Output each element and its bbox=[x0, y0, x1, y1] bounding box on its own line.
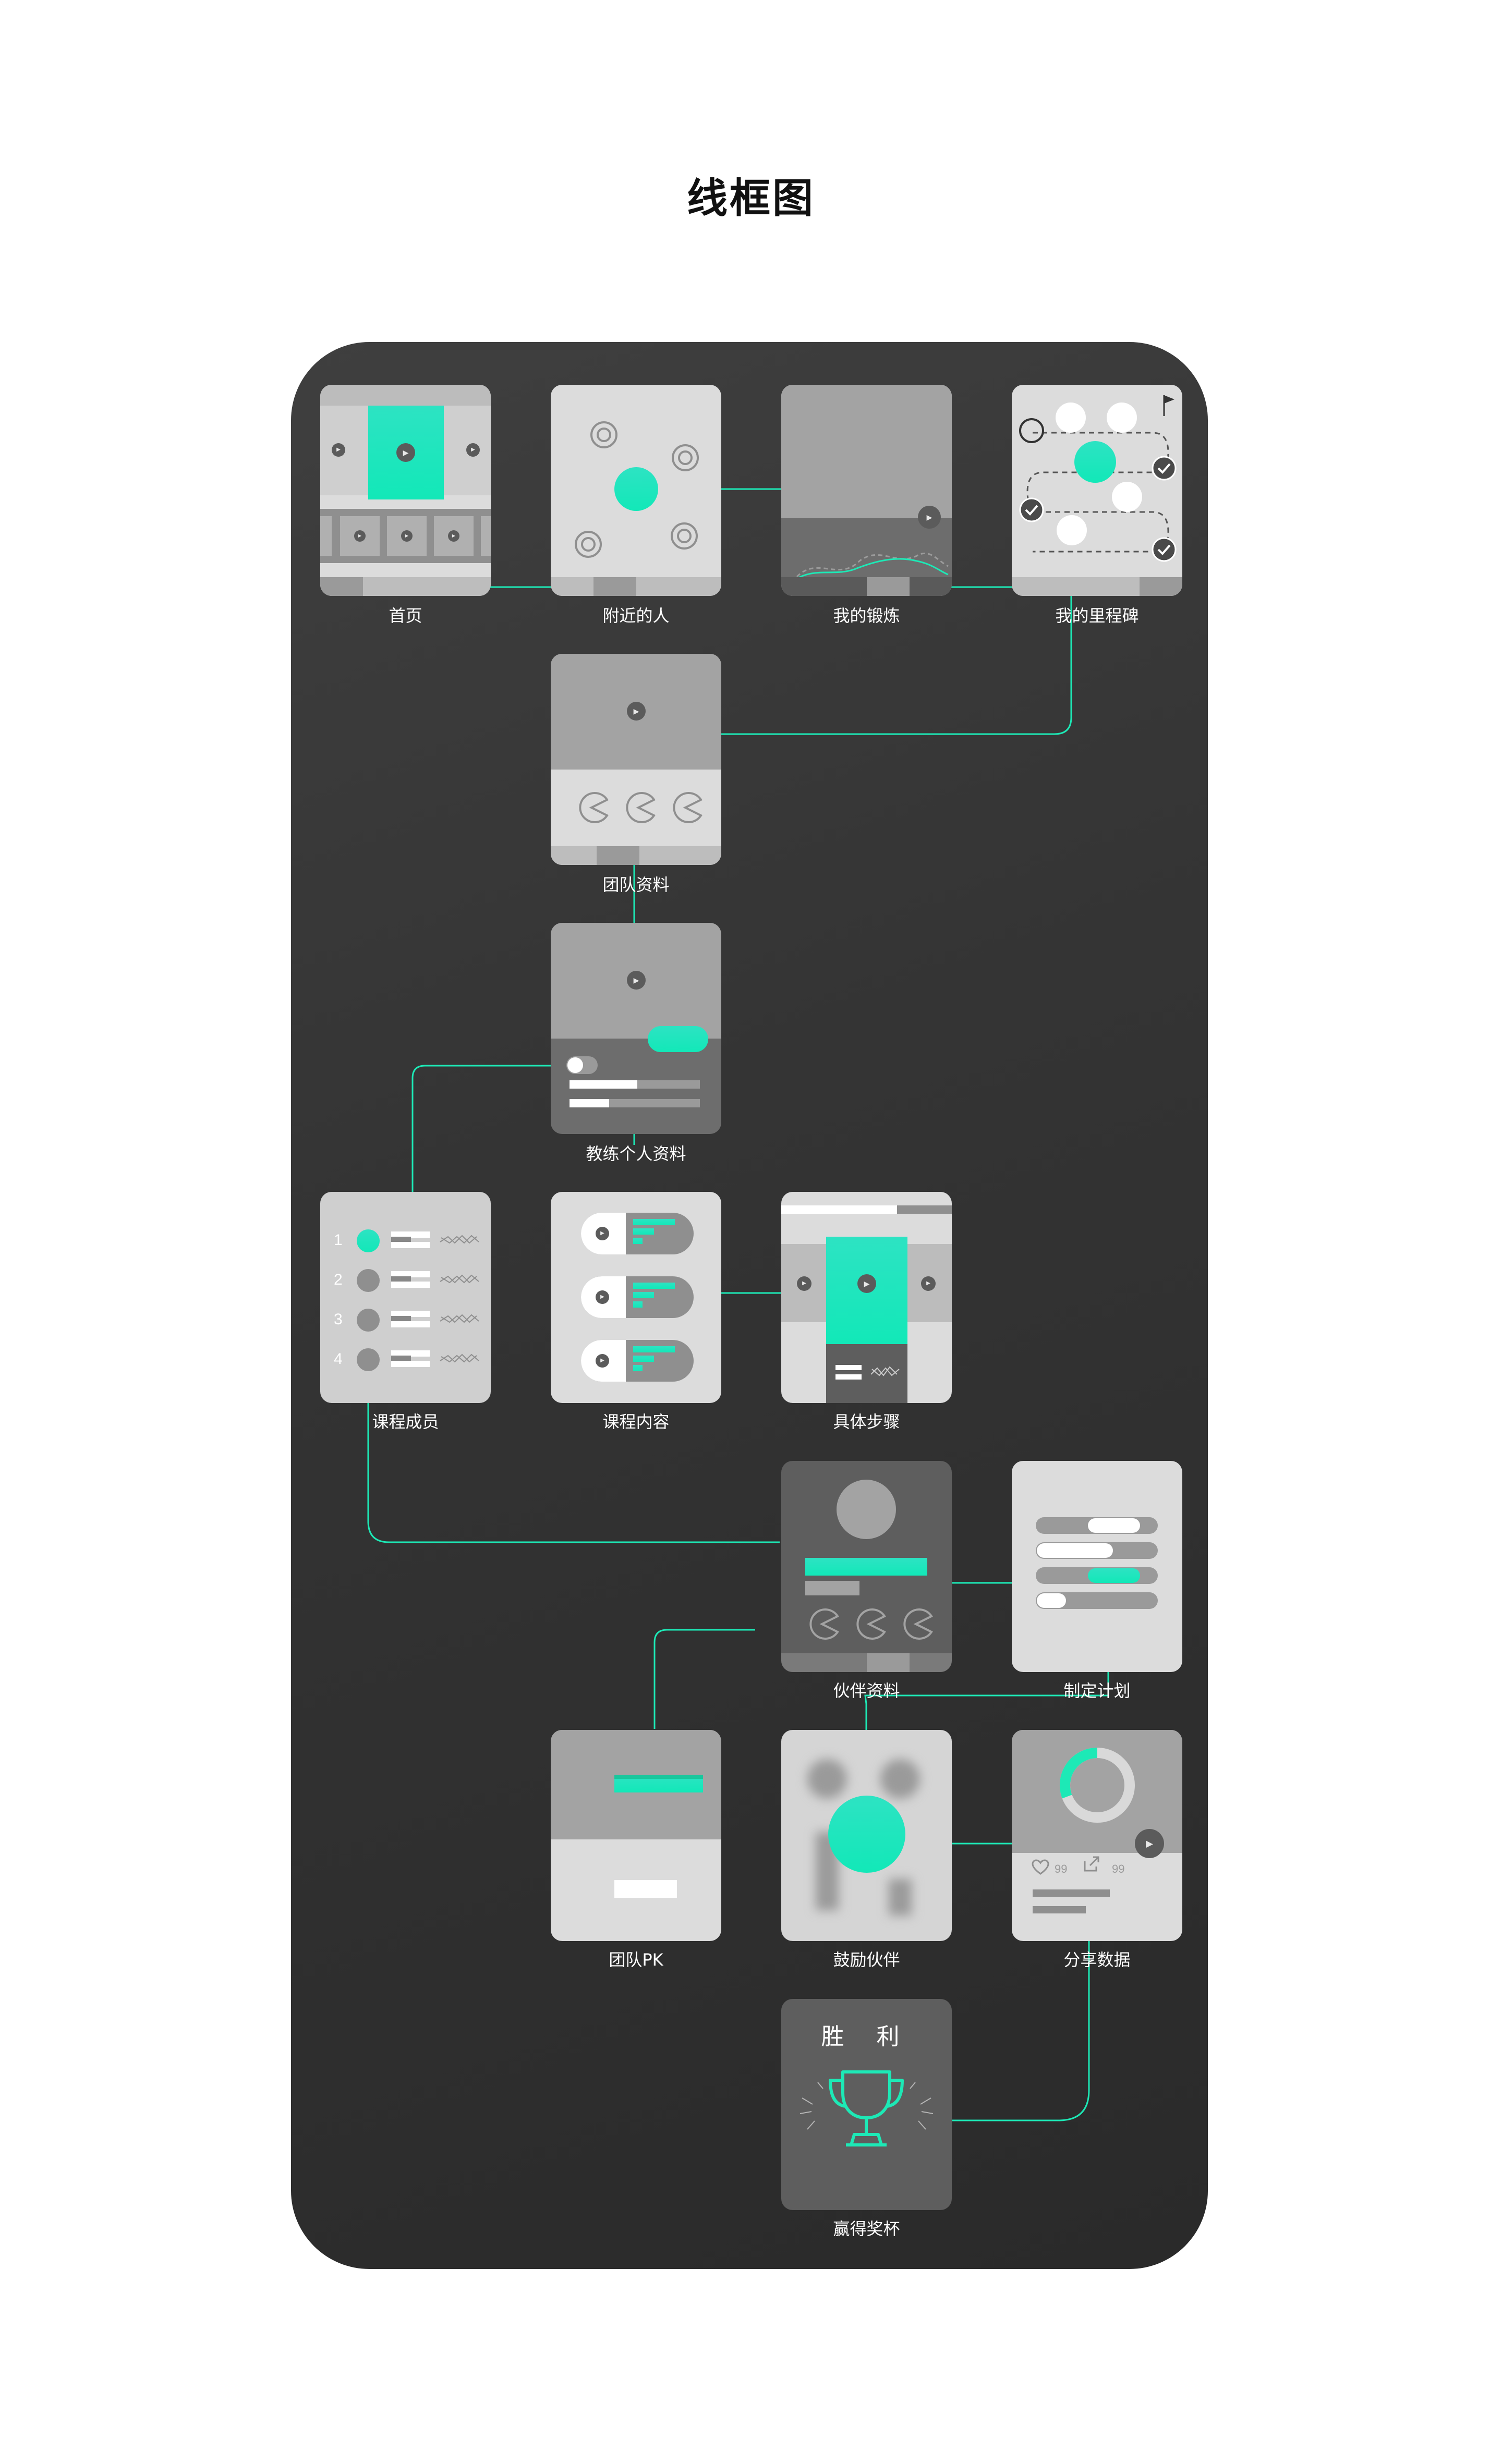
play-icon[interactable]: ▶ bbox=[466, 443, 480, 457]
nearby-map bbox=[575, 421, 699, 558]
milestone-node[interactable] bbox=[1057, 515, 1087, 545]
screen-team-profile[interactable]: ▶ bbox=[551, 654, 721, 865]
milestone-node[interactable] bbox=[1112, 482, 1142, 512]
screen-my-workout[interactable]: ▶ bbox=[781, 385, 952, 596]
member-avatar[interactable] bbox=[357, 1348, 380, 1371]
play-icon[interactable]: ▶ bbox=[596, 1227, 609, 1240]
play-icon[interactable]: ▶ bbox=[396, 443, 415, 462]
play-icon[interactable]: ▶ bbox=[1135, 1829, 1164, 1858]
member-rank: 4 bbox=[334, 1350, 343, 1368]
screen-milestone[interactable] bbox=[1012, 385, 1182, 596]
play-icon[interactable]: ▶ bbox=[596, 1290, 609, 1304]
member-rows bbox=[391, 1231, 479, 1367]
like-count: 99 bbox=[1055, 1862, 1068, 1875]
play-icon[interactable]: ▶ bbox=[354, 530, 366, 542]
member-rank: 3 bbox=[334, 1311, 343, 1328]
screen-label-nearby: 附近的人 bbox=[602, 606, 670, 626]
screen-win-trophy[interactable]: 胜 利 bbox=[781, 1999, 952, 2210]
member-avatar[interactable] bbox=[357, 1309, 380, 1332]
plan-slider[interactable] bbox=[1088, 1518, 1140, 1533]
screen-nearby[interactable] bbox=[551, 385, 721, 596]
screen-label-home: 首页 bbox=[389, 606, 422, 626]
member-avatar[interactable] bbox=[357, 1269, 380, 1292]
check-icon bbox=[1152, 456, 1177, 481]
play-icon[interactable]: ▶ bbox=[627, 702, 646, 721]
follow-button[interactable] bbox=[648, 1026, 708, 1052]
screen-label-partner-profile: 伙伴资料 bbox=[833, 1681, 900, 1701]
screen-make-plan[interactable] bbox=[1012, 1461, 1182, 1672]
pie-icon bbox=[579, 792, 702, 823]
milestone-node[interactable] bbox=[1056, 402, 1086, 433]
milestone-current[interactable] bbox=[1074, 441, 1116, 483]
trophy-icon bbox=[800, 2070, 934, 2146]
screen-label-milestone: 我的里程碑 bbox=[1055, 606, 1139, 626]
plan-slider[interactable] bbox=[1088, 1568, 1140, 1583]
play-icon[interactable]: ▶ bbox=[596, 1354, 609, 1368]
user-avatar[interactable] bbox=[614, 467, 658, 511]
encourage-button[interactable] bbox=[828, 1796, 905, 1873]
screen-label-win-trophy: 赢得奖杯 bbox=[833, 2219, 900, 2239]
screen-partner-profile[interactable] bbox=[781, 1461, 952, 1672]
share-icon[interactable] bbox=[1083, 1855, 1100, 1873]
screen-encourage[interactable] bbox=[781, 1730, 952, 1941]
play-icon[interactable]: ▶ bbox=[918, 506, 941, 529]
screen-label-encourage: 鼓励伙伴 bbox=[833, 1950, 900, 1970]
screen-label-share-data: 分享数据 bbox=[1063, 1950, 1131, 1970]
screen-label-course-members: 课程成员 bbox=[372, 1412, 439, 1432]
plan-slider[interactable] bbox=[1037, 1593, 1066, 1608]
share-count: 99 bbox=[1112, 1862, 1125, 1875]
play-icon[interactable]: ▶ bbox=[921, 1276, 936, 1291]
play-icon[interactable]: ▶ bbox=[797, 1276, 811, 1291]
screen-label-my-workout: 我的锻炼 bbox=[833, 606, 900, 626]
check-icon bbox=[1152, 537, 1177, 562]
member-rank: 2 bbox=[334, 1271, 343, 1288]
screen-label-make-plan: 制定计划 bbox=[1063, 1681, 1131, 1701]
partner-avatar[interactable] bbox=[837, 1480, 896, 1539]
screen-steps[interactable]: ▶ ▶ ▶ bbox=[781, 1192, 952, 1403]
donut-icon bbox=[1060, 1748, 1135, 1823]
screen-label-coach-profile: 教练个人资料 bbox=[586, 1144, 686, 1164]
play-icon[interactable]: ▶ bbox=[448, 530, 459, 542]
screen-label-team-pk: 团队PK bbox=[609, 1950, 663, 1970]
play-icon[interactable]: ▶ bbox=[401, 530, 413, 542]
member-avatar[interactable] bbox=[357, 1229, 380, 1252]
wireframe-board: ▶ ▶ ▶ ▶ ▶ ▶ 首页 附近的人 ▶ bbox=[291, 342, 1208, 2269]
play-icon[interactable]: ▶ bbox=[857, 1274, 876, 1293]
play-icon[interactable]: ▶ bbox=[332, 443, 345, 457]
screen-label-team-profile: 团队资料 bbox=[602, 875, 670, 895]
milestone-path bbox=[1019, 395, 1174, 553]
screen-home[interactable]: ▶ ▶ ▶ ▶ ▶ ▶ bbox=[320, 385, 491, 596]
screen-share-data[interactable]: ▶ 99 99 bbox=[1012, 1730, 1182, 1941]
check-icon bbox=[1019, 497, 1044, 522]
screen-course-members[interactable]: 1 2 3 4 bbox=[320, 1192, 491, 1403]
milestone-node[interactable] bbox=[1107, 402, 1137, 433]
member-rank: 1 bbox=[334, 1231, 343, 1249]
plan-slider[interactable] bbox=[1037, 1543, 1113, 1558]
victory-title: 胜 利 bbox=[821, 2023, 912, 2050]
screen-label-course-content: 课程内容 bbox=[602, 1412, 670, 1432]
pie-icon bbox=[809, 1608, 933, 1640]
play-icon[interactable]: ▶ bbox=[627, 971, 646, 990]
screen-coach-profile[interactable]: ▶ bbox=[551, 923, 721, 1134]
screen-team-pk[interactable] bbox=[551, 1730, 721, 1941]
screen-label-steps: 具体步骤 bbox=[833, 1412, 900, 1432]
page-title: 线框图 bbox=[686, 175, 815, 222]
screen-course-content[interactable]: ▶ ▶ ▶ bbox=[551, 1192, 721, 1403]
heart-icon[interactable] bbox=[1032, 1859, 1049, 1875]
step-chart bbox=[870, 1366, 900, 1376]
